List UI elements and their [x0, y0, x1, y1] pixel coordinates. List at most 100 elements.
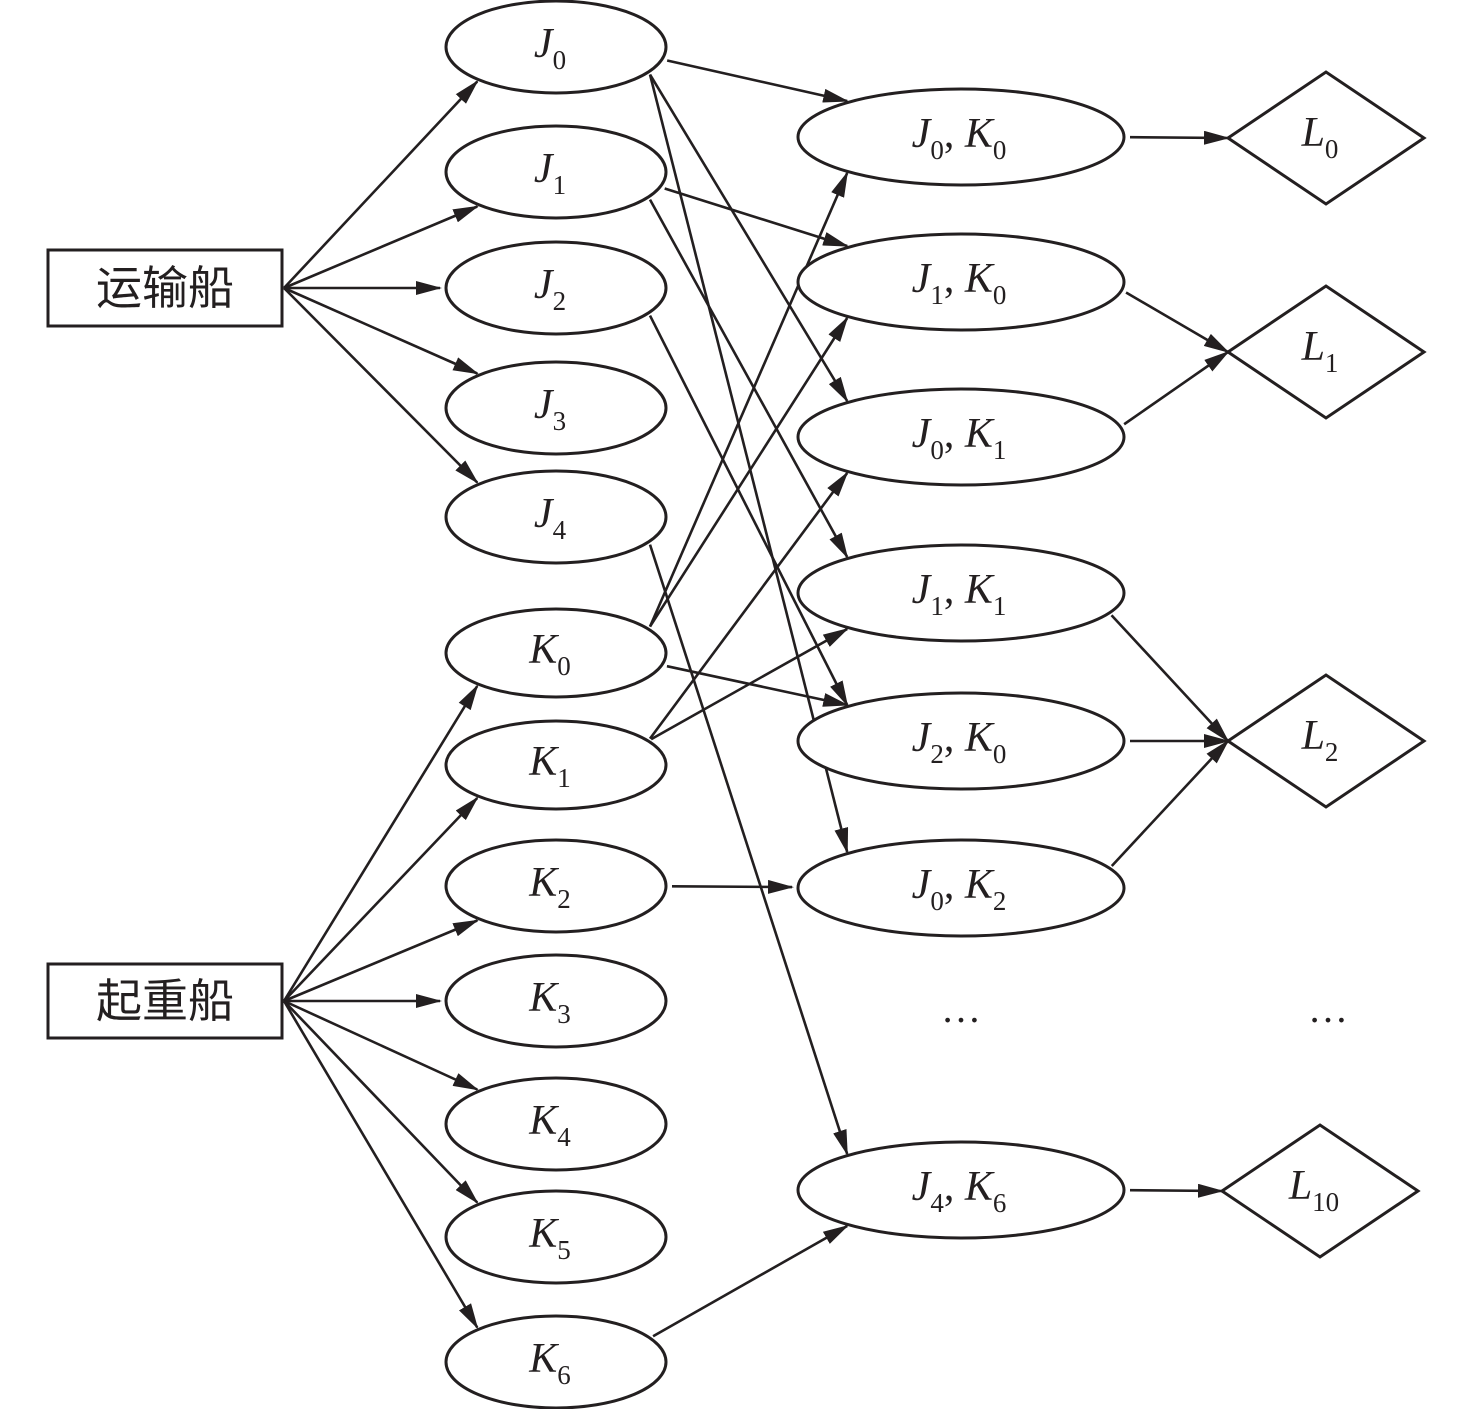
result-diamond [1225, 673, 1427, 809]
pair-node-j1k0: J1, K0 [796, 232, 1126, 332]
node-ellipse [444, 360, 668, 456]
pair-ellipse [796, 838, 1126, 938]
pair-label: J0, K1 [912, 411, 1007, 465]
edge-transport-to-j3 [283, 286, 480, 375]
edge-j1k0-to-l1 [1125, 291, 1230, 354]
node-k3: K3 [444, 953, 668, 1049]
node-k0: K0 [444, 607, 668, 699]
result-label: L1 [1301, 324, 1339, 378]
edge-j0k2-to-l2 [1110, 739, 1230, 867]
pair-label: J0, K0 [912, 111, 1007, 165]
node-ellipse [444, 240, 668, 336]
node-ellipse [444, 469, 668, 565]
source-box [46, 248, 284, 328]
result-node-l10: L10 [1219, 1123, 1421, 1259]
edge-j1-to-j1k0 [664, 187, 850, 248]
node-j1: J1 [444, 124, 668, 220]
result-node-l1: L1 [1225, 284, 1427, 420]
result-diamond [1225, 284, 1427, 420]
edge-crane-to-k4 [283, 999, 480, 1091]
node-label: J1 [534, 146, 566, 200]
edge-j1k1-to-l2 [1110, 614, 1230, 743]
source-node-transport: 运输船 [46, 248, 284, 328]
edge-k1-to-j1k1 [650, 627, 849, 741]
edge-j4-to-j4k6 [648, 544, 849, 1156]
result-label: L10 [1288, 1163, 1339, 1217]
pair-label: J1, K0 [912, 256, 1007, 310]
edge-j0-to-j0k0 [666, 59, 850, 103]
node-label: K5 [528, 1211, 571, 1265]
pair-node-j0k0: J0, K0 [796, 87, 1126, 187]
node-label: K6 [528, 1336, 571, 1390]
node-label: K0 [528, 627, 571, 681]
pair-ellipse [796, 543, 1126, 643]
node-j2: J2 [444, 240, 668, 336]
pair-node-j2k0: J2, K0 [796, 691, 1126, 791]
edge-j0-to-j0k1 [648, 73, 849, 403]
pair-ellipse [796, 1140, 1126, 1240]
node-j3: J3 [444, 360, 668, 456]
pair-ellipse [796, 87, 1126, 187]
pair-label: J2, K0 [912, 715, 1007, 769]
pair-label: J1, K1 [912, 567, 1007, 621]
node-label: J4 [534, 491, 567, 545]
edge-crane-to-k0 [282, 684, 479, 1002]
pair-ellipse [796, 232, 1126, 332]
edge-j1-to-j1k1 [648, 198, 849, 559]
node-ellipse [444, 953, 668, 1049]
edge-k2-to-j0k2 [671, 879, 795, 894]
node-j4: J4 [444, 469, 668, 565]
node-ellipse [444, 1076, 668, 1172]
source-label: 运输船 [96, 261, 234, 315]
node-ellipse [444, 838, 668, 934]
node-k6: K6 [444, 1314, 668, 1409]
pair-node-j0k2: J0, K2 [796, 838, 1126, 938]
edge-k0-to-j1k0 [648, 316, 849, 628]
node-ellipse [444, 1314, 668, 1409]
edge-k0-to-j0k0 [648, 171, 849, 628]
node-j0: J0 [444, 0, 668, 95]
edge-j2-to-j2k0 [648, 315, 849, 707]
pair-node-j1k1: J1, K1 [796, 543, 1126, 643]
source-box [46, 962, 284, 1040]
result-node-l0: L0 [1225, 70, 1427, 206]
edge-transport-to-j1 [283, 205, 480, 290]
node-ellipse [444, 124, 668, 220]
edges-layer [282, 59, 1230, 1338]
edge-crane-to-k2 [283, 919, 480, 1003]
edge-crane-to-k6 [282, 1000, 479, 1330]
source-node-crane: 起重船 [46, 962, 284, 1040]
edge-transport-to-j0 [283, 80, 479, 289]
node-ellipse [444, 1189, 668, 1285]
ellipsis-results: … [1308, 986, 1348, 1031]
result-label: L0 [1301, 110, 1339, 164]
edge-k0-to-j2k0 [666, 664, 850, 707]
node-ellipse [444, 0, 668, 95]
pair-label: J0, K2 [912, 862, 1007, 916]
source-label: 起重船 [96, 974, 234, 1028]
result-label: L2 [1301, 713, 1339, 767]
node-k5: K5 [444, 1189, 668, 1285]
node-ellipse [444, 607, 668, 699]
edge-k6-to-j4k6 [652, 1224, 849, 1338]
edge-crane-to-k1 [283, 796, 479, 1002]
result-diamond [1225, 70, 1427, 206]
edge-j0k0-to-l0 [1129, 130, 1230, 145]
pair-node-j0k1: J0, K1 [796, 387, 1126, 487]
edge-j0k1-to-l1 [1123, 350, 1230, 426]
result-node-l2: L2 [1225, 673, 1427, 809]
node-label: J0 [534, 21, 566, 75]
edge-transport-to-j4 [283, 287, 479, 484]
node-k1: K1 [444, 719, 668, 811]
pair-ellipse [796, 387, 1126, 487]
edge-j4k6-to-l10 [1129, 1183, 1224, 1198]
edge-crane-to-k5 [283, 1000, 479, 1204]
node-ellipse [444, 719, 668, 811]
node-label: J3 [534, 382, 566, 436]
ellipsis-pairs: … [941, 986, 981, 1031]
node-label: K2 [528, 860, 571, 914]
edge-k1-to-j0k1 [648, 471, 849, 740]
result-diamond [1219, 1123, 1421, 1259]
